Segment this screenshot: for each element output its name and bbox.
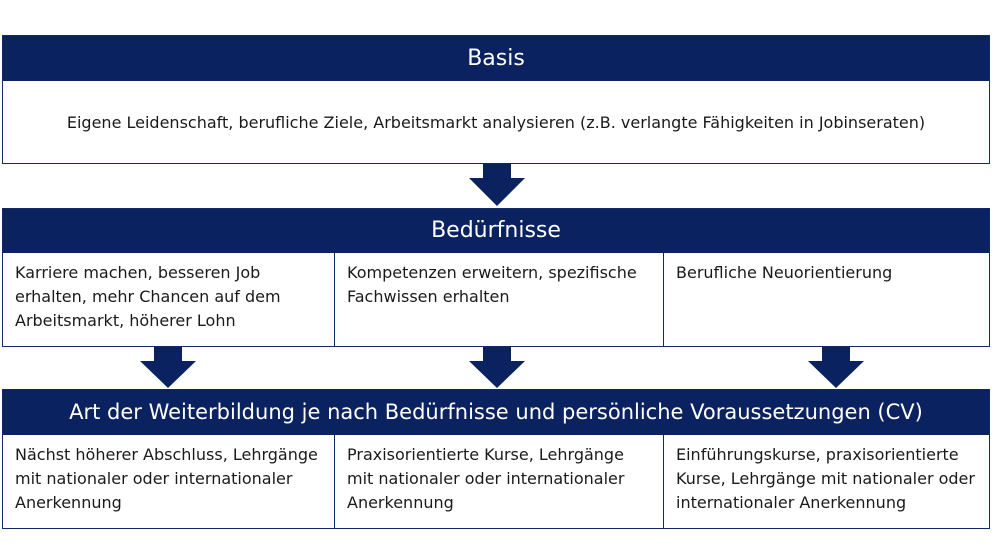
beduerfnisse-header: Bedürfnisse	[3, 209, 989, 253]
down-arrow-icon	[469, 164, 525, 206]
down-arrow-icon	[469, 347, 525, 388]
training-practical: Praxisorientierte Kurse, Lehrgänge mit n…	[334, 435, 663, 528]
basis-body: Eigene Leidenschaft, berufliche Ziele, A…	[3, 81, 989, 163]
need-reorientation: Berufliche Neuorientierung	[663, 253, 989, 346]
need-competence: Kompetenzen erweitern, spezifische Fachw…	[334, 253, 663, 346]
beduerfnisse-columns: Karriere machen, besseren Job erhalten, …	[3, 253, 989, 346]
weiterbildung-block: Art der Weiterbildung je nach Bedürfniss…	[2, 389, 990, 529]
beduerfnisse-title: Bedürfnisse	[431, 218, 561, 243]
basis-header: Basis	[3, 36, 989, 81]
basis-text: Eigene Leidenschaft, berufliche Ziele, A…	[66, 112, 926, 132]
basis-title: Basis	[467, 46, 525, 71]
need-career: Karriere machen, besseren Job erhalten, …	[15, 263, 281, 330]
training-intro: Einführungskurse, praxisorientierte Kurs…	[663, 435, 989, 528]
down-arrow-icon	[140, 347, 196, 388]
training-degree: Nächst höherer Abschluss, Lehrgänge mit …	[15, 445, 318, 512]
basis-block: Basis Eigene Leidenschaft, berufliche Zi…	[2, 35, 990, 164]
weiterbildung-title: Art der Weiterbildung je nach Bedürfniss…	[69, 400, 923, 424]
weiterbildung-header: Art der Weiterbildung je nach Bedürfniss…	[3, 390, 989, 435]
down-arrow-icon	[808, 347, 864, 388]
weiterbildung-columns: Nächst höherer Abschluss, Lehrgänge mit …	[3, 435, 989, 528]
beduerfnisse-block: Bedürfnisse Karriere machen, besseren Jo…	[2, 208, 990, 347]
